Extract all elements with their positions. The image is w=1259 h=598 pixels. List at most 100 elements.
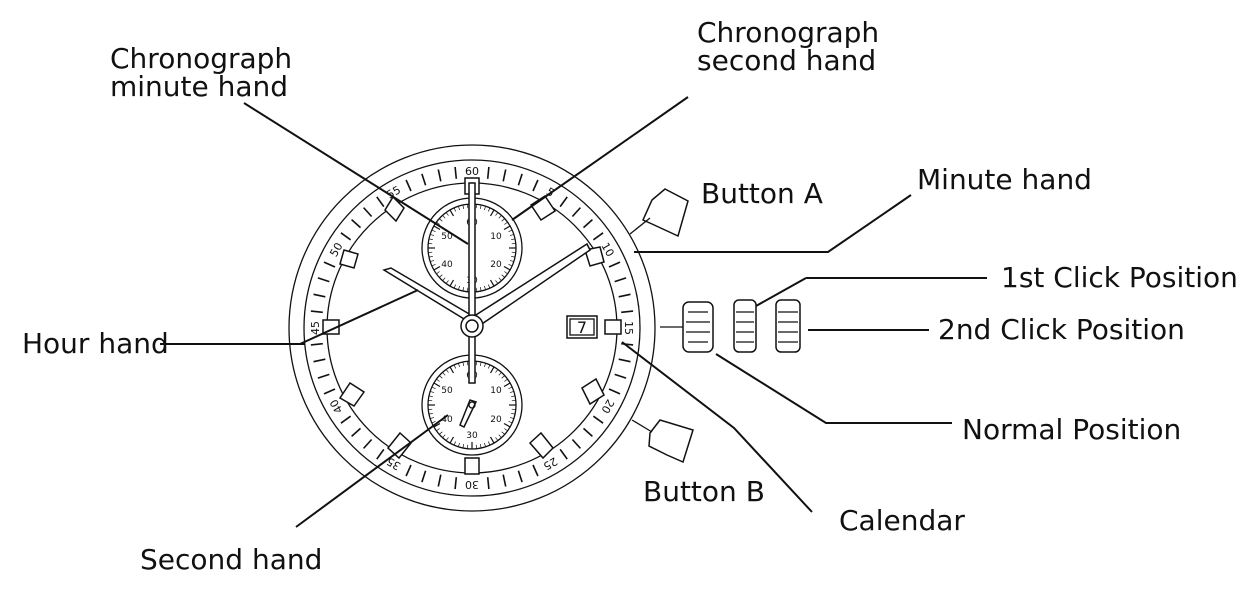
bezel-tick	[421, 173, 427, 186]
bezel-tick	[582, 219, 593, 229]
subdial-tick	[501, 375, 505, 379]
subdial-tick	[508, 263, 513, 267]
bezel-tick	[313, 293, 326, 298]
subdial-number: 40	[441, 415, 453, 425]
bezel-number: 55	[384, 183, 403, 201]
subdial-tick	[501, 431, 505, 435]
subdial-tick	[479, 361, 482, 366]
label-button-a: Button A	[701, 177, 823, 210]
leader-second-hand	[295, 414, 449, 528]
subdial-tick	[430, 417, 435, 419]
bezel-tick	[405, 179, 412, 192]
subdial-tick	[462, 361, 465, 366]
subdial-tick	[498, 277, 502, 281]
bezel-tick	[618, 358, 631, 363]
subdial-tick	[428, 412, 433, 415]
subdial-tick	[484, 206, 486, 211]
bezel-tick	[532, 464, 539, 477]
subdial-tick	[489, 366, 495, 374]
lower-subdial-ticks	[428, 361, 516, 449]
subdial-tick	[509, 260, 514, 262]
leader-normal-position	[715, 353, 952, 424]
leader-chrono-minute	[243, 102, 469, 245]
subdial-tick	[439, 375, 443, 379]
label-normal-position: Normal Position	[962, 413, 1181, 446]
bezel-tick	[571, 438, 581, 449]
bezel-tick	[421, 470, 427, 483]
subdial-tick	[489, 279, 495, 287]
bezel-tick	[571, 207, 581, 218]
subdial-number: 10	[490, 386, 502, 396]
subdial-tick	[449, 366, 455, 374]
subdial-tick	[439, 274, 443, 278]
subdial-tick	[433, 265, 441, 271]
subdial-tick	[442, 277, 446, 281]
bezel-tick	[310, 310, 323, 314]
subdial-tick	[445, 437, 449, 441]
subdial-tick	[511, 238, 516, 241]
subdial-tick	[442, 215, 446, 219]
subdial-tick	[442, 434, 446, 438]
subdial-tick	[433, 382, 441, 388]
leader-calendar	[621, 341, 813, 513]
subdial-tick	[431, 229, 436, 233]
calendar-window: 7	[566, 315, 598, 339]
subdial-tick	[445, 212, 449, 216]
labels: Chronograph minute hand Chronograph seco…	[22, 16, 1238, 576]
bezel-tick	[592, 415, 604, 424]
subdial-tick	[436, 271, 440, 275]
subdial-tick	[503, 265, 511, 271]
subdial-tick	[498, 215, 502, 219]
label-button-b: Button B	[643, 475, 765, 508]
subdial-tick	[428, 255, 433, 258]
bezel-ticks	[310, 166, 634, 490]
subdial-tick	[439, 218, 443, 222]
bezel-number: 50	[327, 240, 345, 259]
bezel-tick	[614, 373, 627, 379]
subdial-number: 20	[490, 415, 502, 425]
subdial-tick	[487, 207, 491, 212]
subdial-tick	[503, 382, 511, 388]
label-first-click: 1st Click Position	[1001, 261, 1238, 294]
crown-second-click	[775, 299, 801, 353]
leader-first-click-diag	[755, 277, 807, 307]
subdial-tick	[501, 274, 505, 278]
subdial-tick	[511, 412, 516, 415]
subdial-tick	[436, 428, 440, 432]
subdial-tick	[433, 422, 441, 428]
subdial-tick	[445, 369, 449, 373]
bezel-tick	[317, 373, 330, 379]
subdial-tick	[458, 363, 460, 368]
bezel-tick	[340, 232, 352, 241]
leader-minute-hand	[634, 194, 912, 253]
subdial-tick	[484, 285, 486, 290]
crown-normal-position	[660, 301, 714, 353]
bezel-tick	[317, 277, 330, 283]
bezel-tick	[486, 166, 490, 179]
subdial-tick	[508, 386, 513, 390]
bezel-tick	[517, 173, 523, 186]
bezel-number: 10	[598, 240, 616, 259]
subdial-tick	[449, 279, 455, 287]
label-chrono-second-line2: second hand	[697, 44, 876, 77]
subdial-number: 10	[490, 232, 502, 242]
bezel-number: 45	[309, 321, 322, 335]
bezel-tick	[323, 261, 336, 268]
subdial-tick	[453, 441, 457, 446]
bezel-tick	[486, 477, 490, 490]
subdial-tick	[498, 434, 502, 438]
bezel-number: 20	[598, 397, 616, 416]
subdial-tick	[504, 221, 508, 225]
bezel-tick	[405, 464, 412, 477]
leader-chrono-second	[511, 96, 689, 221]
crown-first-click	[733, 299, 757, 353]
bezel-tick	[363, 207, 373, 218]
button-b-pusher	[631, 419, 694, 464]
label-minute-hand: Minute hand	[917, 163, 1092, 196]
bezel-tick	[592, 232, 604, 241]
bezel-tick	[376, 448, 385, 460]
bezel-tick	[559, 448, 568, 460]
subdial-tick	[508, 420, 513, 424]
subdial-tick	[436, 221, 440, 225]
subdial-tick	[508, 229, 513, 233]
